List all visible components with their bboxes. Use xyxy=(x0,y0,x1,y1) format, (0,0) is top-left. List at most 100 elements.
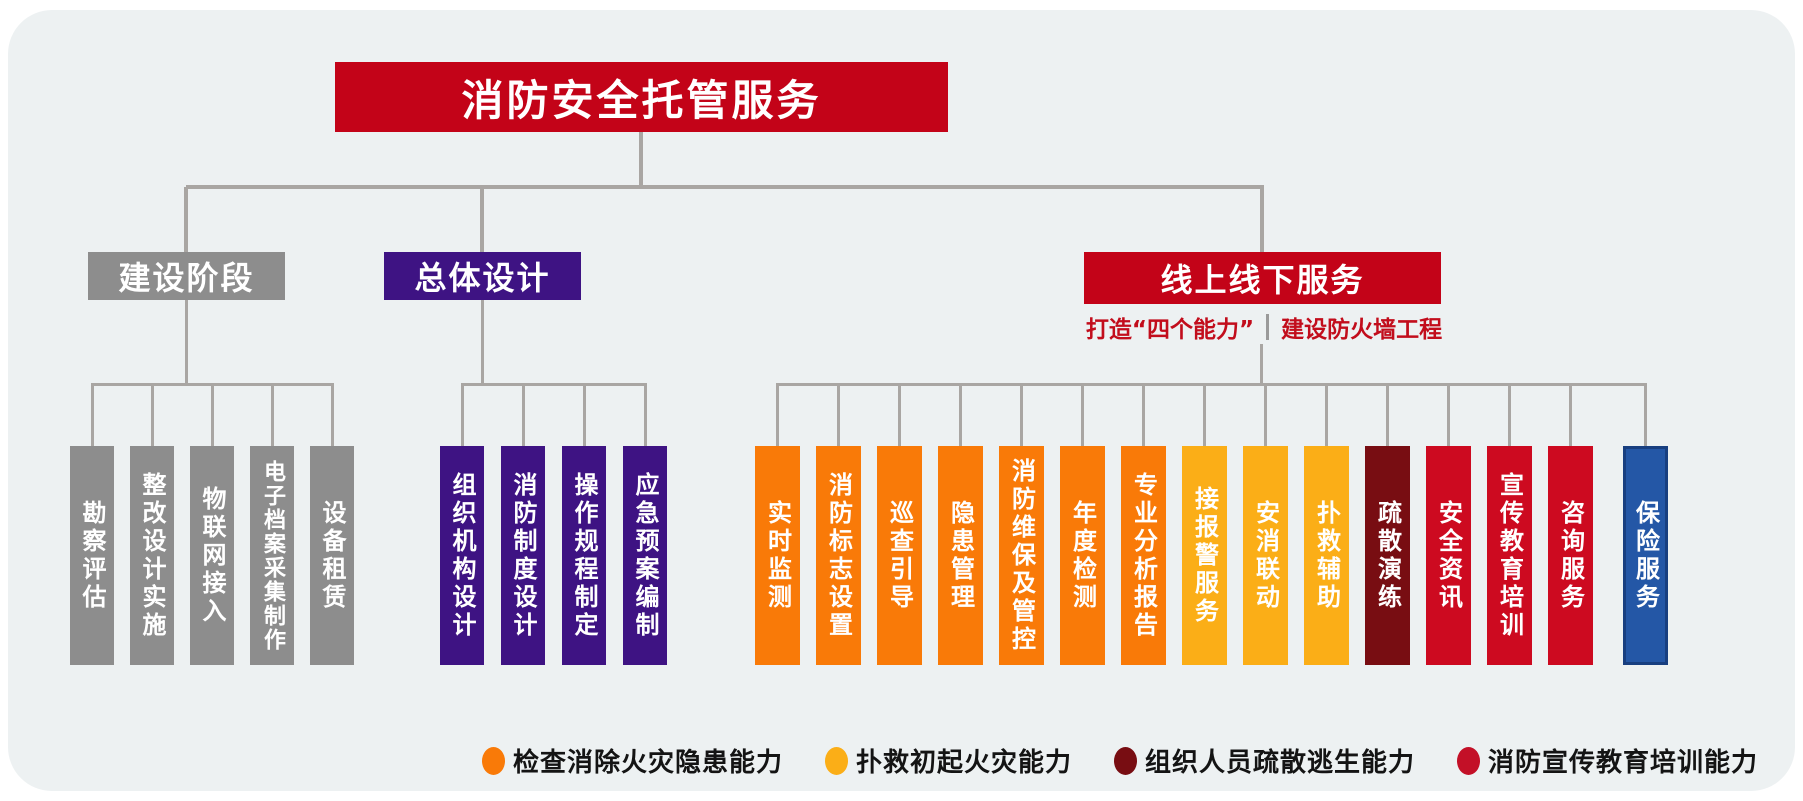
org-box: 操作规程制定 xyxy=(562,446,606,665)
connector-column-stub xyxy=(837,383,840,446)
connector-column-stub xyxy=(1325,383,1328,446)
group-header-construction: 建设阶段 xyxy=(88,252,285,300)
connector-column-stub xyxy=(460,383,464,446)
connector-drop-services xyxy=(1260,187,1264,252)
org-column: 消防制度设计 xyxy=(501,383,545,665)
org-box-label: 专业分析报告 xyxy=(1129,471,1158,640)
org-column: 设备租赁 xyxy=(310,383,354,665)
group-header-design: 总体设计 xyxy=(384,252,581,300)
subtitle-divider xyxy=(1266,314,1270,340)
org-column: 应急预案编制 xyxy=(623,383,667,665)
org-box-label: 组织机构设计 xyxy=(448,471,476,640)
connector-header-stub-design xyxy=(481,300,484,386)
org-box-label: 年度检测 xyxy=(1068,499,1097,612)
legend-item: 检查消除火灾隐患能力 xyxy=(481,742,783,779)
org-column: 专业分析报告 xyxy=(1121,383,1166,665)
connector-column-stub xyxy=(521,383,525,446)
org-column: 保险服务 xyxy=(1623,383,1668,665)
org-column: 隐患管理 xyxy=(938,383,983,665)
org-column: 接报警服务 xyxy=(1182,383,1227,665)
org-box: 疏散演练 xyxy=(1365,446,1410,665)
org-box: 实时监测 xyxy=(755,446,800,665)
org-box: 整改设计实施 xyxy=(130,446,174,665)
legend-item: 消防宣传教育培训能力 xyxy=(1456,742,1758,779)
org-box-label: 消防维保及管控 xyxy=(1007,457,1036,654)
connector-drop-construction xyxy=(184,187,188,252)
org-box-label: 安全资讯 xyxy=(1434,499,1463,612)
connector-column-stub xyxy=(1081,383,1084,446)
connector-column-stub xyxy=(643,383,647,446)
connector-column-stub xyxy=(776,383,779,446)
legend-dot-icon xyxy=(481,746,505,775)
org-box-label: 隐患管理 xyxy=(946,499,975,612)
org-box: 消防制度设计 xyxy=(501,446,545,665)
legend-label: 扑救初起火灾能力 xyxy=(855,748,1072,778)
org-box: 消防标志设置 xyxy=(816,446,861,665)
connector-column-stub xyxy=(270,383,274,446)
org-box: 设备租赁 xyxy=(310,446,354,665)
org-box-label: 宣传教育培训 xyxy=(1495,471,1524,640)
org-box-label: 疏散演练 xyxy=(1373,499,1402,612)
legend-item: 扑救初起火灾能力 xyxy=(824,742,1072,779)
org-box: 安消联动 xyxy=(1243,446,1288,665)
connector-column-stub xyxy=(1203,383,1206,446)
org-column: 安消联动 xyxy=(1243,383,1288,665)
org-box-label: 保险服务 xyxy=(1631,499,1660,612)
org-column: 咨询服务 xyxy=(1548,383,1593,665)
root-title-banner: 消防安全托管服务 xyxy=(335,62,948,132)
org-box: 电子档案采集制作 xyxy=(250,446,294,665)
connector-column-stub xyxy=(330,383,334,446)
group-header-services-label: 线上线下服务 xyxy=(1160,261,1365,299)
org-box-label: 整改设计实施 xyxy=(138,471,166,640)
connector-group-bus xyxy=(462,383,645,386)
org-box: 应急预案编制 xyxy=(623,446,667,665)
org-box: 保险服务 xyxy=(1623,446,1668,665)
connector-column-stub xyxy=(1386,383,1389,446)
connector-column-stub xyxy=(90,383,94,446)
org-box-label: 操作规程制定 xyxy=(570,471,598,640)
org-box: 扑救辅助 xyxy=(1304,446,1349,665)
connector-drop-design xyxy=(480,187,484,252)
org-column: 组织机构设计 xyxy=(440,383,484,665)
connector-column-stub xyxy=(959,383,962,446)
org-box-label: 实时监测 xyxy=(763,499,792,612)
org-column: 电子档案采集制作 xyxy=(250,383,294,665)
org-column: 勘察评估 xyxy=(70,383,114,665)
org-box: 勘察评估 xyxy=(70,446,114,665)
org-box-label: 电子档案采集制作 xyxy=(260,459,285,652)
connector-main-bus xyxy=(186,185,1264,189)
connector-header-stub-construction xyxy=(185,300,188,386)
org-box-label: 巡查引导 xyxy=(885,499,914,612)
org-column: 整改设计实施 xyxy=(130,383,174,665)
services-subtitle: 打造“四个能力” 建设防火墙工程 xyxy=(1044,312,1484,343)
legend-dot-icon xyxy=(1113,746,1137,775)
org-column: 安全资讯 xyxy=(1426,383,1471,665)
connector-column-stub xyxy=(898,383,901,446)
org-box-label: 物联网接入 xyxy=(198,485,226,626)
org-box: 隐患管理 xyxy=(938,446,983,665)
services-subtitle-left: 打造“四个能力” xyxy=(1085,317,1255,343)
legend-label: 检查消除火灾隐患能力 xyxy=(512,748,783,778)
connector-column-stub xyxy=(1447,383,1450,446)
legend-item: 组织人员疏散逃生能力 xyxy=(1113,742,1415,779)
legend-dot-icon xyxy=(824,746,848,775)
org-box-label: 勘察评估 xyxy=(78,499,106,612)
legend-dot-icon xyxy=(1456,746,1480,775)
connector-group-bus xyxy=(777,383,1646,386)
org-column: 宣传教育培训 xyxy=(1487,383,1532,665)
org-column: 消防标志设置 xyxy=(816,383,861,665)
org-box: 年度检测 xyxy=(1060,446,1105,665)
group-services-columns: 实时监测消防标志设置巡查引导 隐患管理 消防维保及管控 年度检测 专业分析报告接报警服务… xyxy=(755,383,1668,665)
org-box: 接报警服务 xyxy=(1182,446,1227,665)
org-column: 实时监测 xyxy=(755,383,800,665)
org-box-label: 应急预案编制 xyxy=(631,471,659,640)
org-box: 专业分析报告 xyxy=(1121,446,1166,665)
org-box-label: 消防制度设计 xyxy=(509,471,537,640)
org-box: 消防维保及管控 xyxy=(999,446,1044,665)
legend: 检查消除火灾隐患能力 扑救初起火灾能力 组织人员疏散逃生能力 消防宣传教育培训能力 xyxy=(481,742,1758,779)
connector-column-stub xyxy=(210,383,214,446)
legend-label: 消防宣传教育培训能力 xyxy=(1487,748,1758,778)
org-box: 咨询服务 xyxy=(1548,446,1593,665)
org-column: 消防维保及管控 xyxy=(999,383,1044,665)
